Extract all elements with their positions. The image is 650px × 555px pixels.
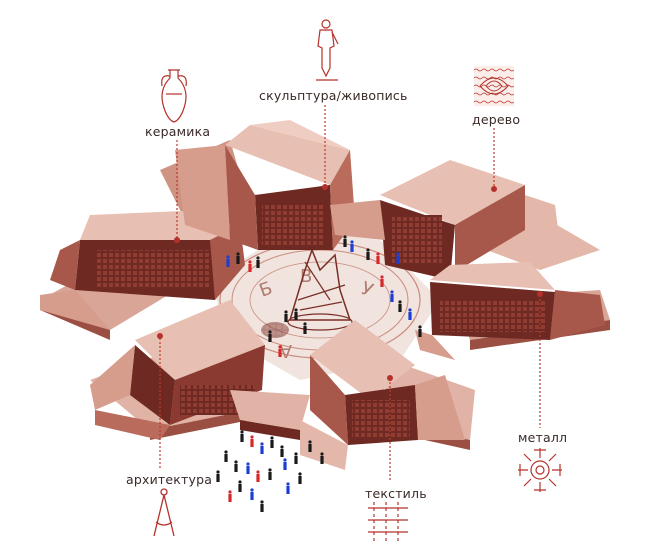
visitor-figure <box>350 240 354 252</box>
visitors-group <box>216 235 422 512</box>
building-wood <box>330 160 560 280</box>
leader-lines <box>159 105 541 482</box>
visitor-figure <box>268 330 272 342</box>
visitor-figure <box>224 450 228 462</box>
visitor-figure <box>250 488 254 500</box>
visitor-figure <box>390 290 394 302</box>
label-sculpture: скульптура/живопись <box>259 88 408 103</box>
plaza-letter-2: В <box>300 266 312 287</box>
visitor-figure <box>396 252 400 264</box>
visitor-figure <box>366 248 370 260</box>
visitor-figure <box>216 470 220 482</box>
visitor-figure <box>260 500 264 512</box>
visitor-figure <box>278 345 282 357</box>
visitor-figure <box>256 256 260 268</box>
visitor-figure <box>234 460 238 472</box>
visitor-figure <box>294 308 298 320</box>
visitor-figure <box>343 235 347 247</box>
visitor-figure <box>320 452 324 464</box>
visitor-figure <box>408 308 412 320</box>
visitor-figure <box>398 300 402 312</box>
building-metal <box>415 262 605 360</box>
building-sculpture <box>175 120 355 250</box>
visitor-figure <box>250 435 254 447</box>
visitor-figure <box>280 445 284 457</box>
visitor-figure <box>228 490 232 502</box>
label-metal: металл <box>518 430 568 445</box>
visitor-figure <box>238 480 242 492</box>
visitor-figure <box>260 442 264 454</box>
visitor-figure <box>283 458 287 470</box>
label-wood: дерево <box>472 112 521 127</box>
visitor-figure <box>376 252 380 264</box>
visitor-figure <box>226 255 230 267</box>
compass-icon <box>153 488 175 537</box>
statue-icon <box>316 19 339 81</box>
visitor-figure <box>294 452 298 464</box>
label-architecture: архитектура <box>126 472 213 487</box>
textile-pattern-icon <box>368 502 408 542</box>
plaza-letter-4: А <box>279 340 292 361</box>
amphora-icon <box>161 69 187 123</box>
visitor-figure <box>268 468 272 480</box>
wood-grain-icon <box>474 66 514 106</box>
ornament-icon <box>518 448 562 492</box>
visitor-figure <box>240 430 244 442</box>
visitor-figure <box>308 440 312 452</box>
visitor-figure <box>303 322 307 334</box>
label-ceramics: керамика <box>145 124 211 139</box>
label-textile: текстиль <box>365 486 427 501</box>
visitor-figure <box>284 310 288 322</box>
visitor-figure <box>236 252 240 264</box>
building-architecture <box>90 300 310 440</box>
leader-dots <box>157 184 543 381</box>
visitor-figure <box>286 482 290 494</box>
visitor-figure <box>270 436 274 448</box>
visitor-figure <box>418 325 422 337</box>
visitor-figure <box>298 472 302 484</box>
visitor-figure <box>248 260 252 272</box>
central-sculpture <box>287 247 353 331</box>
visitor-figure <box>246 462 250 474</box>
visitor-figure <box>380 275 384 287</box>
visitor-figure <box>256 470 260 482</box>
